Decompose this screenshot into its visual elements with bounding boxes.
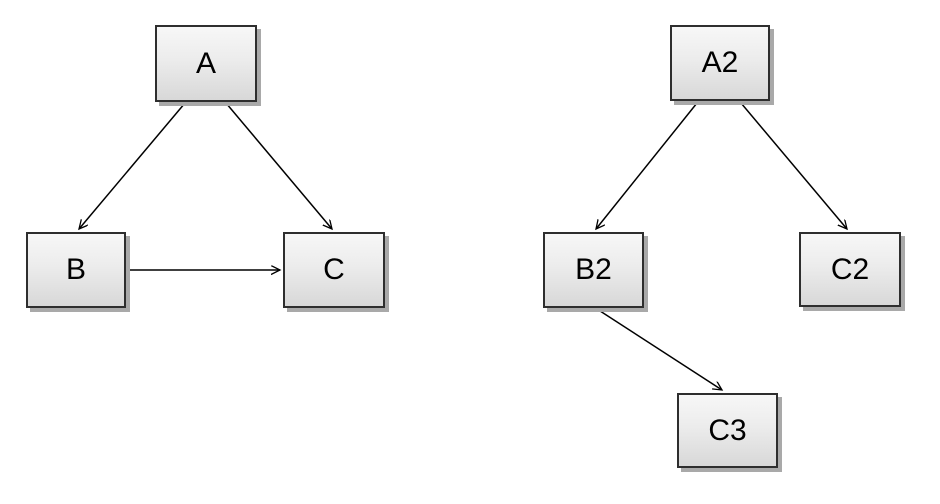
node-b[interactable]: B <box>26 232 126 308</box>
node-b2-label: B2 <box>575 253 612 286</box>
node-c[interactable]: C <box>283 232 385 308</box>
node-a2[interactable]: A2 <box>670 25 770 101</box>
node-b-label: B <box>65 253 86 286</box>
edge-a-to-c <box>225 102 332 229</box>
edge-a-to-b <box>79 102 186 229</box>
edge-a2-to-b2 <box>596 102 698 229</box>
node-b2[interactable]: B2 <box>543 232 644 308</box>
edge-a2-to-c2 <box>740 102 847 229</box>
edge-b2-to-c3 <box>596 308 722 390</box>
node-c2[interactable]: C2 <box>799 232 901 307</box>
node-a2-label: A2 <box>701 46 739 79</box>
node-c2-label: C2 <box>830 252 870 286</box>
node-c-label: C <box>323 253 345 286</box>
node-a[interactable]: A <box>155 25 257 102</box>
node-c3[interactable]: C3 <box>677 393 778 468</box>
node-a-label: A <box>195 46 216 80</box>
node-c3-label: C3 <box>708 413 747 447</box>
